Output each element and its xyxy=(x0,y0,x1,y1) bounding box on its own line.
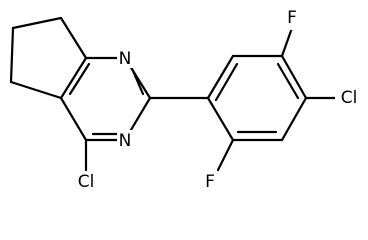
atom-f-top: F xyxy=(285,8,300,30)
atom-f-top-label: F xyxy=(287,8,297,28)
bond-c4a-c7a xyxy=(59,56,88,100)
bond-aryl-c1-c2-inner xyxy=(214,62,239,102)
bond-aryl-c4-c5 xyxy=(280,96,308,142)
atom-n-top: N xyxy=(117,48,134,69)
bond-aryl-f-top xyxy=(280,26,294,58)
atom-cl-aryl-label: Cl xyxy=(341,88,358,108)
bond-c6-c5 xyxy=(9,26,15,84)
bond-aryl-c6-c1 xyxy=(206,96,235,142)
chemical-structure-diagram: N N Cl F Cl F xyxy=(9,8,364,193)
bond-aryl-c3-c4 xyxy=(280,54,308,100)
bond-aryl-c3-c4-inner xyxy=(276,62,300,100)
atom-f-bottom: F xyxy=(203,171,218,193)
atom-n-bottom: N xyxy=(117,130,134,151)
atom-n-top-label: N xyxy=(119,49,132,69)
bond-c4-c4a xyxy=(59,96,88,142)
bond-aryl-f-bottom xyxy=(216,138,235,172)
bond-aryl-c1-c2 xyxy=(206,54,235,100)
atom-cl-aryl: Cl xyxy=(335,87,364,109)
atom-cl-pyrimidine-label: Cl xyxy=(78,172,95,192)
bond-c4a-c7a-inner xyxy=(68,62,91,96)
atom-cl-pyrimidine: Cl xyxy=(73,171,100,193)
atom-f-bottom-label: F xyxy=(205,172,215,192)
bond-n1-c2-inner xyxy=(128,62,145,96)
atom-n-bottom-label: N xyxy=(119,131,132,151)
bond-c7a-c7 xyxy=(59,16,88,60)
bond-c7-c6 xyxy=(11,16,63,30)
bond-c5-c4a xyxy=(9,80,63,100)
